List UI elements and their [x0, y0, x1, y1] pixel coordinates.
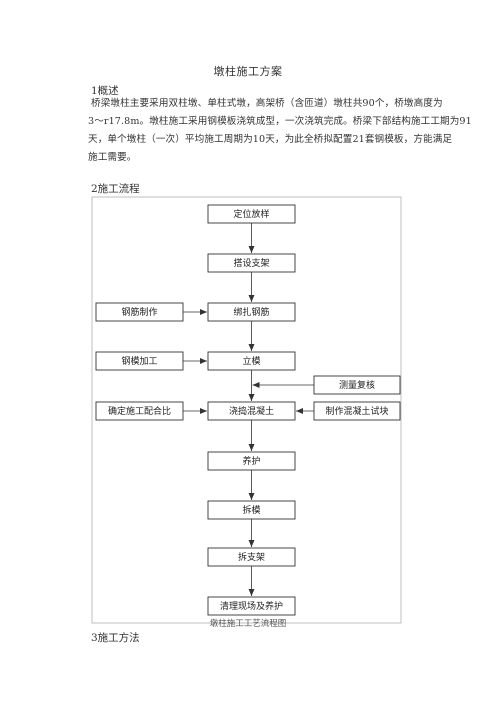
input-box-label: 钢模加工 — [121, 355, 157, 367]
flow-step-box-label: 养护 — [242, 455, 260, 467]
input-box-label: 钢筋制作 — [121, 306, 157, 318]
section-1-heading: 1概述 — [91, 85, 119, 97]
section-1-paragraph: 桥梁墩柱主要采用双柱墩、单柱式墩，高架桥（含匝道）墩柱共90个，桥墩高度为 3～… — [88, 95, 472, 167]
flow-step-box-label: 浇捣混凝土 — [229, 405, 274, 417]
paragraph-line: 施工需要。 — [88, 152, 137, 163]
input-box-label: 确定施工配合比 — [108, 405, 171, 417]
flow-step-box-label: 绑扎钢筋 — [233, 306, 269, 318]
input-box-label: 测量复核 — [339, 379, 375, 391]
flow-step-box-label: 清理现场及养护 — [220, 600, 283, 612]
flow-step-box — [207, 596, 296, 616]
section-2-heading: 2施工流程 — [91, 183, 140, 195]
paragraph-line: 桥梁墩柱主要采用双柱墩、单柱式墩，高架桥（含匝道）墩柱共90个，桥墩高度为 — [91, 98, 443, 109]
flowchart-frame — [91, 196, 402, 624]
flow-step-box-label: 立模 — [242, 355, 260, 367]
flowchart-caption: 墩柱施工工艺流程图 — [209, 619, 287, 629]
flow-step-box-label: 拆模 — [242, 504, 260, 516]
input-box-label: 制作混凝土试块 — [325, 405, 388, 417]
page-title: 墩柱施工方案 — [213, 65, 283, 78]
flow-step-box-label: 定位放样 — [233, 208, 269, 220]
section-3-heading: 3施工方法 — [91, 632, 140, 644]
flow-step-box-label: 搭设支架 — [233, 257, 269, 269]
paragraph-line: 天，单个墩柱（一次）平均施工周期为10天，为此全桥拟配置21套钢模板，方能满足 — [88, 134, 453, 145]
flow-step-box-label: 拆支架 — [238, 551, 265, 563]
paragraph-line: 3～r17.8m。墩柱施工采用钢模板浇筑成型，一次浇筑完成。桥梁下部结构施工工期… — [88, 116, 472, 127]
